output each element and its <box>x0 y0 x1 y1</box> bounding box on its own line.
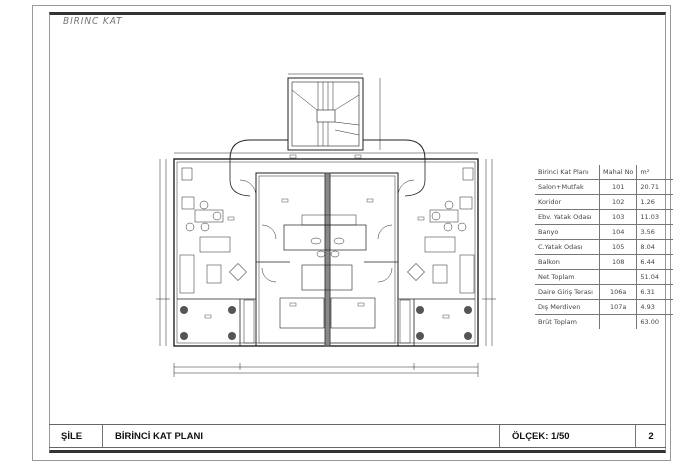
stair-tower-inner <box>291 81 360 147</box>
room-name: Salon+Mutfak <box>535 179 600 195</box>
kitchen-island <box>194 209 224 223</box>
stove <box>459 196 473 210</box>
drawing-title: BİRİNCİ KAT PLANI <box>103 425 500 447</box>
room-name: Dış Merdiven <box>535 299 600 315</box>
room-area: 6.31 <box>636 284 674 300</box>
title-block: ŞİLE BİRİNCİ KAT PLANI ÖLÇEK: 1/50 2 <box>49 424 666 448</box>
header-room-no: Mahal No <box>598 165 638 180</box>
table-row: Brüt Toplam 63.00 <box>535 314 673 329</box>
bed-right <box>330 297 376 329</box>
sink <box>181 167 193 181</box>
room-area: 3.56 <box>636 224 674 240</box>
wardrobe <box>243 299 255 344</box>
door-swing <box>261 224 277 240</box>
room-name: Ebv. Yatak Odası <box>535 209 600 225</box>
table-header-row: Birinci Kat Planı Mahal No m² <box>535 165 674 180</box>
room-no: 106a <box>598 284 638 300</box>
room-area: 6.44 <box>636 254 674 270</box>
door-swing <box>377 267 393 283</box>
sink <box>462 167 474 181</box>
room-no: 108 <box>598 254 638 270</box>
room-name: Balkon <box>535 254 600 270</box>
room-area: 1.26 <box>636 194 674 210</box>
bed-left <box>279 297 325 329</box>
closet <box>301 214 357 226</box>
entrance-terrace <box>229 139 426 160</box>
room-area: 63.00 <box>640 318 660 326</box>
party-wall <box>324 172 331 347</box>
room-area: 11.03 <box>636 209 674 225</box>
sofa <box>424 236 456 253</box>
room-name: Net Toplam <box>535 269 600 285</box>
room-area: 4.93 <box>636 299 674 315</box>
coffee-table <box>432 264 448 284</box>
stair-landing <box>316 109 336 123</box>
stair-tower <box>287 77 364 151</box>
room-area: 20.71 <box>636 179 674 195</box>
room-no <box>598 269 638 285</box>
room-no: 103 <box>598 209 638 225</box>
room-no: 107a <box>598 299 638 315</box>
room-name: Brüt Toplam <box>538 318 577 326</box>
room-name: Banyo <box>535 224 600 240</box>
room-no: 101 <box>598 179 638 195</box>
sheet-label: BIRINC KAT <box>63 16 123 27</box>
sheet-number: 2 <box>648 430 654 442</box>
kitchen-island <box>429 209 459 223</box>
plant-icons <box>180 306 472 340</box>
header-area: m² <box>636 165 674 180</box>
room-no: 105 <box>598 239 638 255</box>
room-no <box>598 314 638 329</box>
room-no: 104 <box>598 224 638 240</box>
room-area: 8.04 <box>636 239 674 255</box>
room-name: Koridor <box>535 194 600 210</box>
room-name: C.Yatak Odası <box>535 239 600 255</box>
sofa <box>199 236 231 253</box>
door-swing <box>261 267 277 283</box>
room-no: 102 <box>598 194 638 210</box>
room-area: 51.04 <box>636 269 674 285</box>
header-room: Birinci Kat Planı <box>535 165 600 180</box>
sofa <box>179 254 195 294</box>
stair-treads <box>291 82 360 146</box>
room-tags <box>204 154 450 319</box>
coffee-table <box>206 264 222 284</box>
shower <box>301 264 353 291</box>
room-name: Daire Giriş Terası <box>535 284 600 300</box>
location-label: ŞİLE <box>49 425 103 447</box>
sofa <box>459 254 475 294</box>
dimension-lines <box>156 152 496 377</box>
stove <box>181 196 195 210</box>
area-table: Birinci Kat Planı Mahal No m² Salon+Mutf… <box>535 165 674 329</box>
table-row: Net Toplam 51.04 <box>535 269 674 285</box>
wardrobe <box>399 299 411 344</box>
scale-label: ÖLÇEK: 1/50 <box>500 425 636 447</box>
door-swing <box>377 224 393 240</box>
